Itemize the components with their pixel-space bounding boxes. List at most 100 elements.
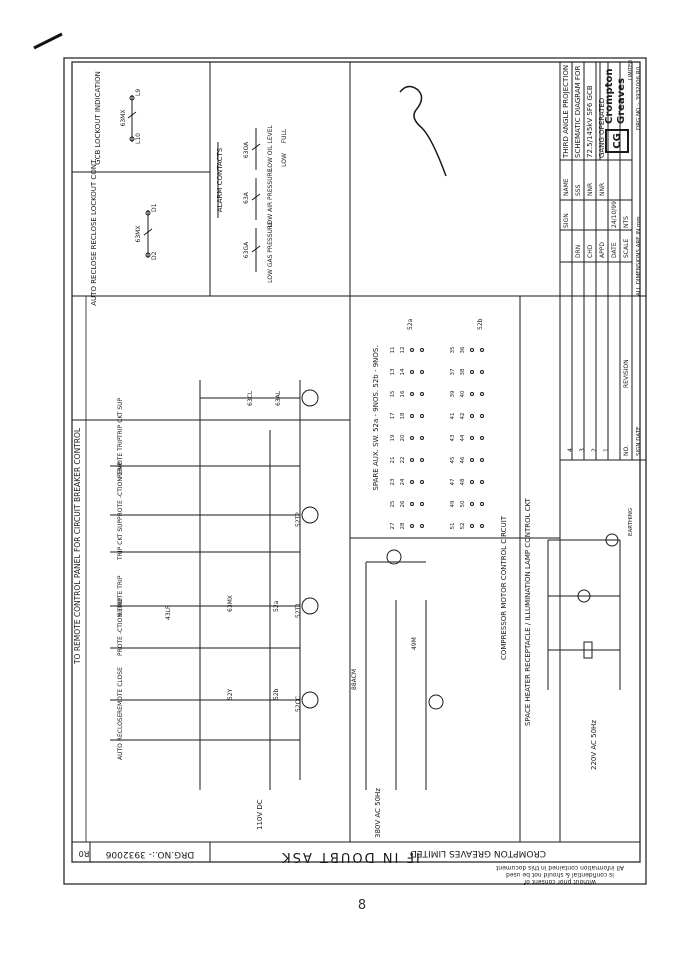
brand-greaves: Greaves xyxy=(616,78,627,124)
tb-drn: DRN xyxy=(575,245,582,258)
notice-confidential-1: All information contained in this docume… xyxy=(495,864,624,871)
remote-control-section: TO REMOTE CONTROL PANEL FOR CIRCUIT BREA… xyxy=(73,296,319,842)
compressor-title: COMPRESSOR MOTOR CONTROL CIRCUIT xyxy=(500,515,508,660)
spare-contact-terminal xyxy=(410,524,414,528)
spare-contact-label: 39 xyxy=(450,390,456,397)
spare-contact-label: 20 xyxy=(400,434,406,441)
spare-contact-label: 52 xyxy=(460,523,466,530)
auto-reclose-title: AUTO RECLOSE RECLOSE LOCKOUT CONT. xyxy=(90,158,98,305)
tb-title-2: 72.5/145kV SF6 GCB xyxy=(586,85,594,158)
spare-tag-52a: 52a xyxy=(407,318,414,330)
compressor-section: COMPRESSOR MOTOR CONTROL CIRCUIT 88ACM 4… xyxy=(351,515,508,838)
motor-device-49m: 49M xyxy=(411,637,418,650)
spare-contact-terminal xyxy=(420,458,424,462)
tb-appd: APPD xyxy=(599,242,606,258)
spare-aux-section: SPARE AUX. SW. 52a - 9NOS. 52b - 9NOS. 1… xyxy=(372,318,484,530)
motor-acm xyxy=(386,549,402,565)
ar-term-d2: D2 xyxy=(151,251,158,260)
page-number: 8 xyxy=(357,898,367,913)
alarm-label-gas: LOW GAS PRESSURE xyxy=(267,221,274,283)
spare-contact-label: 18 xyxy=(400,412,406,419)
alarm-label-full: FULL xyxy=(281,128,288,143)
spare-contact-rows: 1113151719212325271214161820222426283537… xyxy=(390,346,484,530)
notice-company: CROMPTON GREAVES LIMITED xyxy=(410,848,546,858)
tb-dims: ALL DIMENSIONS ARE IN mm xyxy=(636,216,642,296)
spare-aux-title: SPARE AUX. SW. 52a - 9NOS. 52b - 9NOS. xyxy=(372,345,380,490)
motor-relay xyxy=(428,694,444,710)
revision-row-number: 1 xyxy=(603,448,610,452)
tb-date: 24/10/99 xyxy=(611,201,618,228)
remote-label-remote-trip-1: REMOTE TRIP xyxy=(117,575,124,616)
device-52t2: 52T2 xyxy=(295,512,302,527)
spare-contact-terminal xyxy=(480,436,484,440)
spare-contact-terminal xyxy=(470,480,474,484)
spare-contact-label: 15 xyxy=(390,390,396,397)
auto-reclose-section: AUTO RECLOSE RECLOSE LOCKOUT CONT. 63MX … xyxy=(90,158,158,305)
spare-contact-terminal xyxy=(410,436,414,440)
spare-contact-terminal xyxy=(410,348,414,352)
spare-contact-terminal xyxy=(470,458,474,462)
spare-contact-label: 35 xyxy=(450,346,456,353)
supply-ac-label: 220V AC 50Hz xyxy=(590,720,598,770)
spare-contact-terminal xyxy=(410,392,414,396)
revision-row-number: 3 xyxy=(579,448,586,452)
title-block: CG Crompton Greaves LIMITED THIRD ANGLE … xyxy=(560,60,646,461)
tb-projection: THIRD ANGLE PROJECTION xyxy=(562,65,570,159)
spare-contact-label: 48 xyxy=(460,478,466,485)
tb-revision: REVISION xyxy=(623,359,630,388)
heater-element xyxy=(583,641,593,659)
coil-52cc xyxy=(301,691,319,709)
heater-receptacle xyxy=(605,533,619,547)
spare-contact-terminal xyxy=(480,480,484,484)
pen-scribble xyxy=(399,85,447,177)
supply-3ph-label: 380V AC 50Hz xyxy=(374,788,382,838)
spare-contact-terminal xyxy=(470,436,474,440)
tb-sign-date: SIGN DATE xyxy=(636,426,642,456)
tb-chd-name: NNR xyxy=(587,183,594,196)
alarm-relay-air: 63A xyxy=(243,191,250,204)
spare-contact-label: 24 xyxy=(400,478,406,485)
spare-contact-label: 26 xyxy=(400,500,406,507)
spare-contact-terminal xyxy=(470,348,474,352)
spare-contact-terminal xyxy=(480,348,484,352)
spare-contact-label: 45 xyxy=(450,456,456,463)
spare-contact-label: 40 xyxy=(460,390,466,397)
gcb-term-l10: L10 xyxy=(135,133,142,144)
notice-confidential-2: is confidential & should not be used xyxy=(506,871,614,878)
spare-tag-52b: 52b xyxy=(477,318,484,330)
device-63cl: 63CL xyxy=(247,390,254,406)
spare-contact-terminal xyxy=(480,524,484,528)
device-52t1: 52T1 xyxy=(295,603,302,618)
spare-contact-terminal xyxy=(420,414,424,418)
spare-contact-label: 36 xyxy=(460,346,466,353)
spare-contact-terminal xyxy=(470,370,474,374)
alarm-label-low: LOW xyxy=(281,153,288,167)
spare-contact-label: 46 xyxy=(460,456,466,463)
tb-chd: CHD xyxy=(587,244,594,258)
spare-contact-terminal xyxy=(420,480,424,484)
spare-contact-terminal xyxy=(420,502,424,506)
spare-contact-label: 13 xyxy=(390,368,396,375)
notice-rev: R0 xyxy=(79,849,90,858)
notice-strip: R0 DRG.NO.:- 3932006 IF IN DOUBT ASK CRO… xyxy=(72,841,640,885)
revision-row-number: 2 xyxy=(591,448,598,452)
device-52cc: 52CC xyxy=(295,696,302,712)
coil-52t2 xyxy=(301,506,319,524)
device-63al: 63AL xyxy=(275,390,282,406)
cg-logo-text: CG xyxy=(612,133,623,149)
spare-contact-label: 17 xyxy=(390,412,396,419)
alarm-label-air: LOW AIR PRESSURE xyxy=(267,168,274,227)
tb-date-label: DATE xyxy=(611,242,618,258)
remote-label-trip-sup-2: TRIP CKT SUP xyxy=(117,397,124,439)
heater-earthing: EARTHING xyxy=(628,508,634,536)
alarm-label-oil: LOW OIL LEVEL xyxy=(267,124,274,170)
ar-term-d1: D1 xyxy=(151,203,158,212)
tb-drn-name: SSS xyxy=(575,184,582,196)
remote-label-remote-close: REMOTE CLOSE xyxy=(117,667,124,714)
gcb-lockout-section: GCB LOCKOUT INDICATION 63MX L9 L10 xyxy=(94,71,142,165)
gcb-term-l9: L9 xyxy=(135,89,142,96)
spare-contact-label: 50 xyxy=(460,500,466,507)
tb-scale-label: SCALE xyxy=(623,239,630,258)
